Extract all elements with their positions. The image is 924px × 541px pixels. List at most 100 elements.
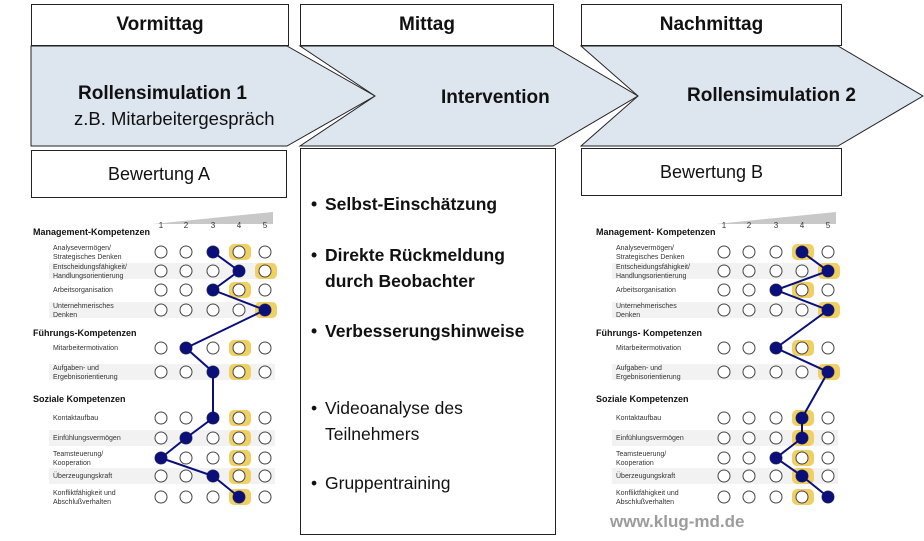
phase-1-subtitle: z.B. Mitarbeitergespräch <box>74 108 275 129</box>
rating-dot <box>207 284 219 296</box>
section-title: Führungs- Kompetenzen <box>596 328 702 338</box>
rating-circle <box>179 365 193 379</box>
rating-circle <box>795 303 809 317</box>
rating-dot <box>796 412 808 424</box>
section-title: Führungs-Kompetenzen <box>33 328 137 338</box>
watermark: www.klug-md.de <box>610 512 745 531</box>
rating-circle <box>206 303 220 317</box>
rating-dot <box>207 246 219 258</box>
bullet-icon: • <box>311 398 318 418</box>
assessment-a-box: Bewertung A <box>31 150 287 198</box>
scale-number: 2 <box>747 221 752 230</box>
rating-dot <box>796 246 808 258</box>
rating-circle <box>258 365 272 379</box>
rating-circle <box>206 431 220 445</box>
rating-circle <box>232 469 246 483</box>
rating-circle <box>179 283 193 297</box>
rating-dot <box>233 491 245 503</box>
item-label: Ergebnisorientierung <box>53 374 118 381</box>
rating-circle <box>206 490 220 504</box>
rating-circle <box>258 264 272 278</box>
intervention-item-self-assessment: •Selbst-Einschätzung <box>311 191 497 217</box>
intervention-list: •Selbst-Einschätzung •Direkte Rückmeldun… <box>300 148 556 535</box>
item-label: Kooperation <box>616 460 654 467</box>
rating-circle <box>742 264 756 278</box>
rating-circle <box>769 411 783 425</box>
scale-number: 3 <box>774 221 779 230</box>
rating-circle <box>742 411 756 425</box>
rating-circle <box>795 451 809 465</box>
item-label: Entscheidungsfähigkeit/ <box>616 264 690 271</box>
rating-dot <box>770 284 782 296</box>
scale-number: 2 <box>184 221 189 230</box>
item-label: Analysevermögen/ <box>53 245 111 252</box>
rating-circle <box>154 469 168 483</box>
header-mittag-label: Mittag <box>399 14 455 35</box>
scale-number: 4 <box>800 221 805 230</box>
rating-circle <box>258 451 272 465</box>
rating-circle <box>154 365 168 379</box>
rating-circle <box>717 283 731 297</box>
rating-circle <box>742 431 756 445</box>
rating-dot <box>822 366 834 378</box>
section-title: Soziale Kompetenzen <box>596 394 689 404</box>
rating-circle <box>154 431 168 445</box>
item-label: Denken <box>53 312 77 319</box>
rating-circle <box>206 264 220 278</box>
rating-circle <box>154 303 168 317</box>
rating-circle <box>232 303 246 317</box>
rating-circle <box>179 469 193 483</box>
rating-dot <box>207 412 219 424</box>
rating-circle <box>821 469 835 483</box>
rating-circle <box>769 303 783 317</box>
rating-circle <box>795 365 809 379</box>
rating-circle <box>258 490 272 504</box>
scale-number: 5 <box>826 221 831 230</box>
rating-circle <box>717 341 731 355</box>
scale-wedge <box>153 212 273 224</box>
rating-circle <box>258 341 272 355</box>
rating-circle <box>769 245 783 259</box>
phase-3-title: Rollensimulation 2 <box>687 85 856 106</box>
rating-circle <box>179 264 193 278</box>
item-label: Teamsteuerung/ <box>53 451 103 458</box>
rating-circle <box>717 264 731 278</box>
rating-circle <box>232 411 246 425</box>
rating-circle <box>742 490 756 504</box>
rating-circle <box>154 490 168 504</box>
rating-dot <box>822 304 834 316</box>
header-nachmittag-label: Nachmittag <box>659 14 764 35</box>
item-label: Handlungsorientierung <box>53 273 124 280</box>
rating-circle <box>717 411 731 425</box>
rating-circle <box>206 451 220 465</box>
phase-1-title: Rollensimulation 1 <box>78 83 247 104</box>
rating-circle <box>821 431 835 445</box>
rating-dot <box>207 470 219 482</box>
rating-dot <box>207 366 219 378</box>
rating-circle <box>179 245 193 259</box>
item-label: Arbeitsorganisation <box>616 287 676 294</box>
section-title: Soziale Kompetenzen <box>33 394 126 404</box>
rating-circle <box>258 431 272 445</box>
item-label: Konfliktfähigkeit und <box>616 490 679 497</box>
arrow-phase-3 <box>579 45 924 147</box>
section-title: Management- Kompetenzen <box>596 227 716 237</box>
rating-circle <box>258 245 272 259</box>
rating-circle <box>769 431 783 445</box>
item-label: Aufgaben- und <box>616 365 662 372</box>
rating-circle <box>795 264 809 278</box>
item-label: Strategisches Denken <box>616 254 685 261</box>
item-label: Strategisches Denken <box>53 254 122 261</box>
rating-circle <box>179 451 193 465</box>
rating-circle <box>258 283 272 297</box>
assessment-b-box: Bewertung B <box>581 148 842 196</box>
item-label: Konfliktfähigkeit und <box>53 490 116 497</box>
item-label: Teamsteuerung/ <box>616 451 666 458</box>
item-label: Analysevermögen/ <box>616 245 674 252</box>
rating-circle <box>821 283 835 297</box>
rating-circle <box>717 303 731 317</box>
item-label: Arbeitsorganisation <box>53 287 113 294</box>
rating-circle <box>717 431 731 445</box>
